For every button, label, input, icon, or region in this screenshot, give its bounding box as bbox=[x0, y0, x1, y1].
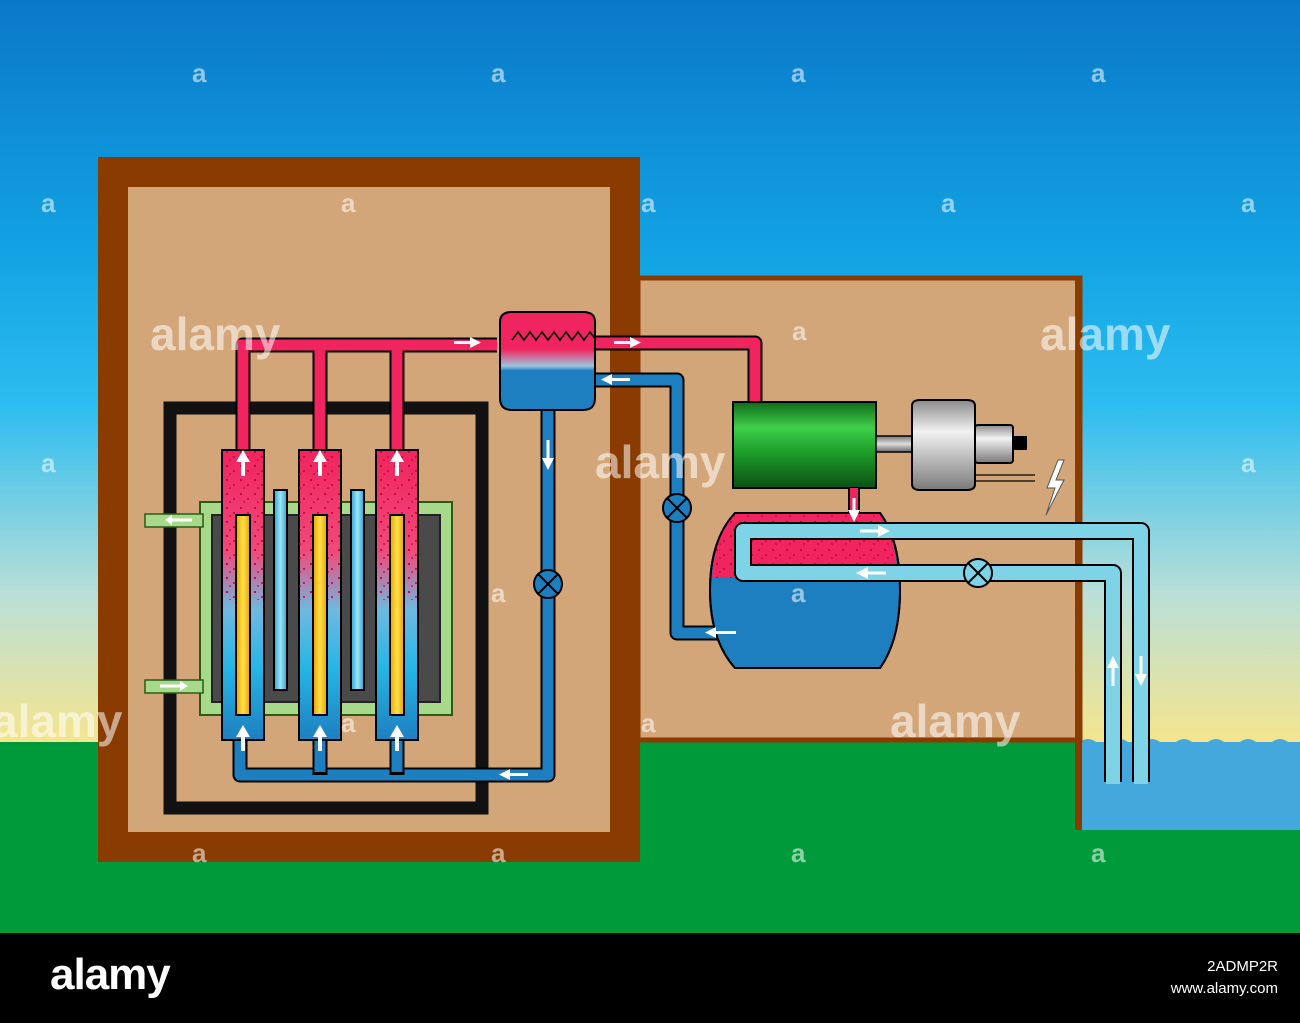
lightning-icon bbox=[1045, 459, 1065, 516]
watermark-mark: a bbox=[641, 708, 656, 738]
flow-arrow-icon bbox=[390, 450, 404, 476]
watermark-text: alamy bbox=[1040, 308, 1171, 360]
flow-arrow-icon bbox=[236, 450, 250, 476]
footer-logo[interactable]: alamy bbox=[50, 950, 171, 999]
control-rods bbox=[273, 489, 365, 691]
watermark-mark: a bbox=[491, 838, 506, 868]
watermark-mark: a bbox=[791, 58, 806, 88]
steam-water-pipes bbox=[235, 335, 763, 452]
watermark-mark: a bbox=[941, 188, 956, 218]
valve-icon bbox=[533, 569, 563, 599]
watermark-mark: a bbox=[41, 188, 56, 218]
generator bbox=[875, 399, 1035, 491]
watermark-mark: a bbox=[791, 838, 806, 868]
flow-arrow-icon bbox=[848, 498, 860, 522]
footer-bar bbox=[0, 933, 1300, 1023]
watermark-mark: a bbox=[192, 838, 207, 868]
fuel-channel bbox=[375, 449, 419, 741]
valve-icon bbox=[963, 558, 993, 588]
watermark-mark: a bbox=[1241, 448, 1256, 478]
watermark-mark: a bbox=[791, 578, 806, 608]
watermark-mark: a bbox=[491, 578, 506, 608]
watermark-text: alamy bbox=[595, 436, 726, 488]
watermark-mark: a bbox=[491, 58, 506, 88]
fuel-channel bbox=[221, 449, 265, 741]
watermark-text: alamy bbox=[890, 695, 1021, 747]
watermark-mark: a bbox=[192, 58, 207, 88]
valve-icon bbox=[662, 493, 692, 523]
flow-arrow-icon bbox=[860, 525, 890, 537]
flow-arrow-icon bbox=[614, 337, 641, 348]
watermark-mark: a bbox=[341, 188, 356, 218]
watermark-mark: a bbox=[792, 316, 807, 346]
watermark-mark: a bbox=[41, 448, 56, 478]
flow-arrow-icon bbox=[705, 627, 736, 638]
watermark-text: alamy bbox=[150, 308, 281, 360]
flow-arrow-icon bbox=[236, 725, 250, 751]
image-id: 2ADMP2R bbox=[1207, 958, 1278, 975]
reflector-cooling-pipes bbox=[144, 513, 204, 694]
flow-arrow-icon bbox=[856, 567, 886, 579]
watermark-mark: a bbox=[1091, 838, 1106, 868]
watermark-mark: a bbox=[341, 708, 356, 738]
flow-arrow-icon bbox=[390, 725, 404, 751]
watermarks: alamy alamy alamy alamy alamy a a a a a … bbox=[0, 58, 1256, 868]
flow-arrow-icon bbox=[454, 337, 481, 348]
site-url[interactable]: www.alamy.com bbox=[1170, 980, 1278, 997]
flow-arrows bbox=[236, 337, 1147, 780]
flow-arrow-icon bbox=[601, 374, 630, 385]
footer-image-info: 2ADMP2R www.alamy.com bbox=[1171, 956, 1278, 1000]
flow-arrow-icon bbox=[499, 769, 528, 780]
flow-arrow-icon bbox=[313, 725, 327, 751]
watermark-mark: a bbox=[641, 188, 656, 218]
watermark-mark: a bbox=[1091, 58, 1106, 88]
flow-arrow-icon bbox=[1107, 656, 1119, 686]
watermark-text: alamy bbox=[0, 695, 123, 747]
flow-arrow-icon bbox=[1135, 656, 1147, 686]
flow-arrow-icon bbox=[542, 440, 554, 470]
fuel-channels bbox=[221, 449, 419, 741]
steam-separator bbox=[499, 311, 597, 411]
fuel-channel bbox=[298, 449, 342, 741]
flow-arrow-icon bbox=[313, 450, 327, 476]
watermark-mark: a bbox=[1241, 188, 1256, 218]
cooling-water-loop bbox=[734, 522, 1150, 784]
steam-turbine bbox=[732, 401, 877, 489]
